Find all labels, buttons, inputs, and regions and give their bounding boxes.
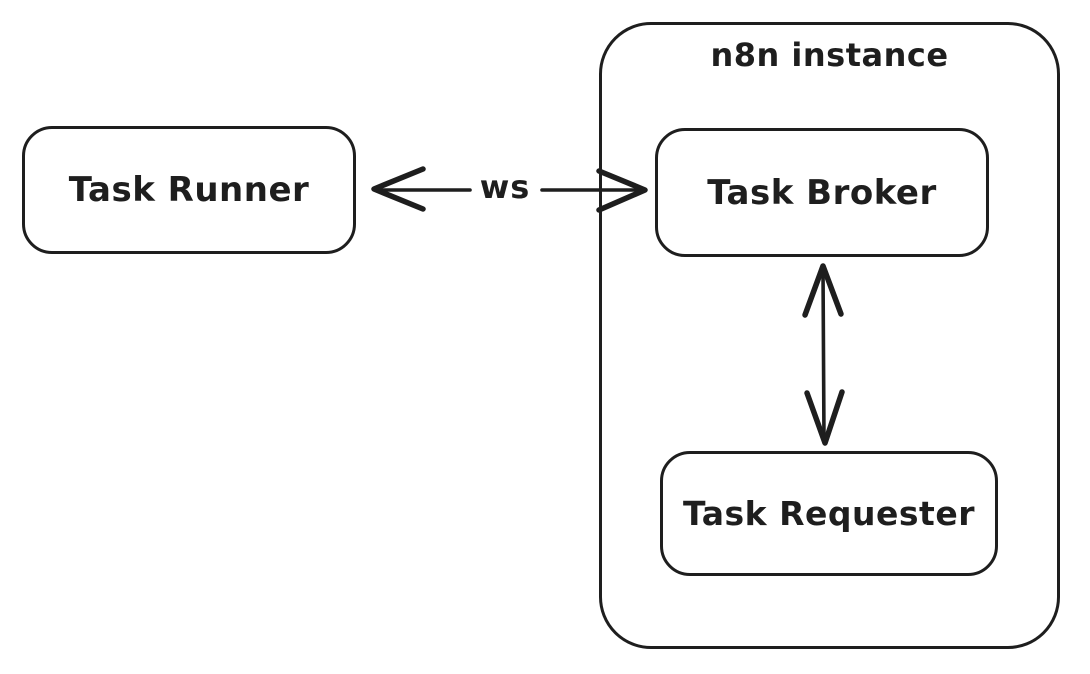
- node-task-requester: Task Requester: [660, 451, 998, 576]
- n8n-instance-label: n8n instance: [710, 36, 949, 74]
- task-runner-label: Task Runner: [68, 170, 310, 210]
- task-requester-label: Task Requester: [683, 494, 975, 533]
- task-broker-label: Task Broker: [707, 172, 937, 213]
- node-task-runner: Task Runner: [22, 126, 356, 254]
- node-task-broker: Task Broker: [655, 128, 989, 257]
- n8n-instance-container: [599, 22, 1060, 649]
- arrowhead-left: [371, 166, 426, 212]
- ws-edge-label: ws: [479, 168, 531, 206]
